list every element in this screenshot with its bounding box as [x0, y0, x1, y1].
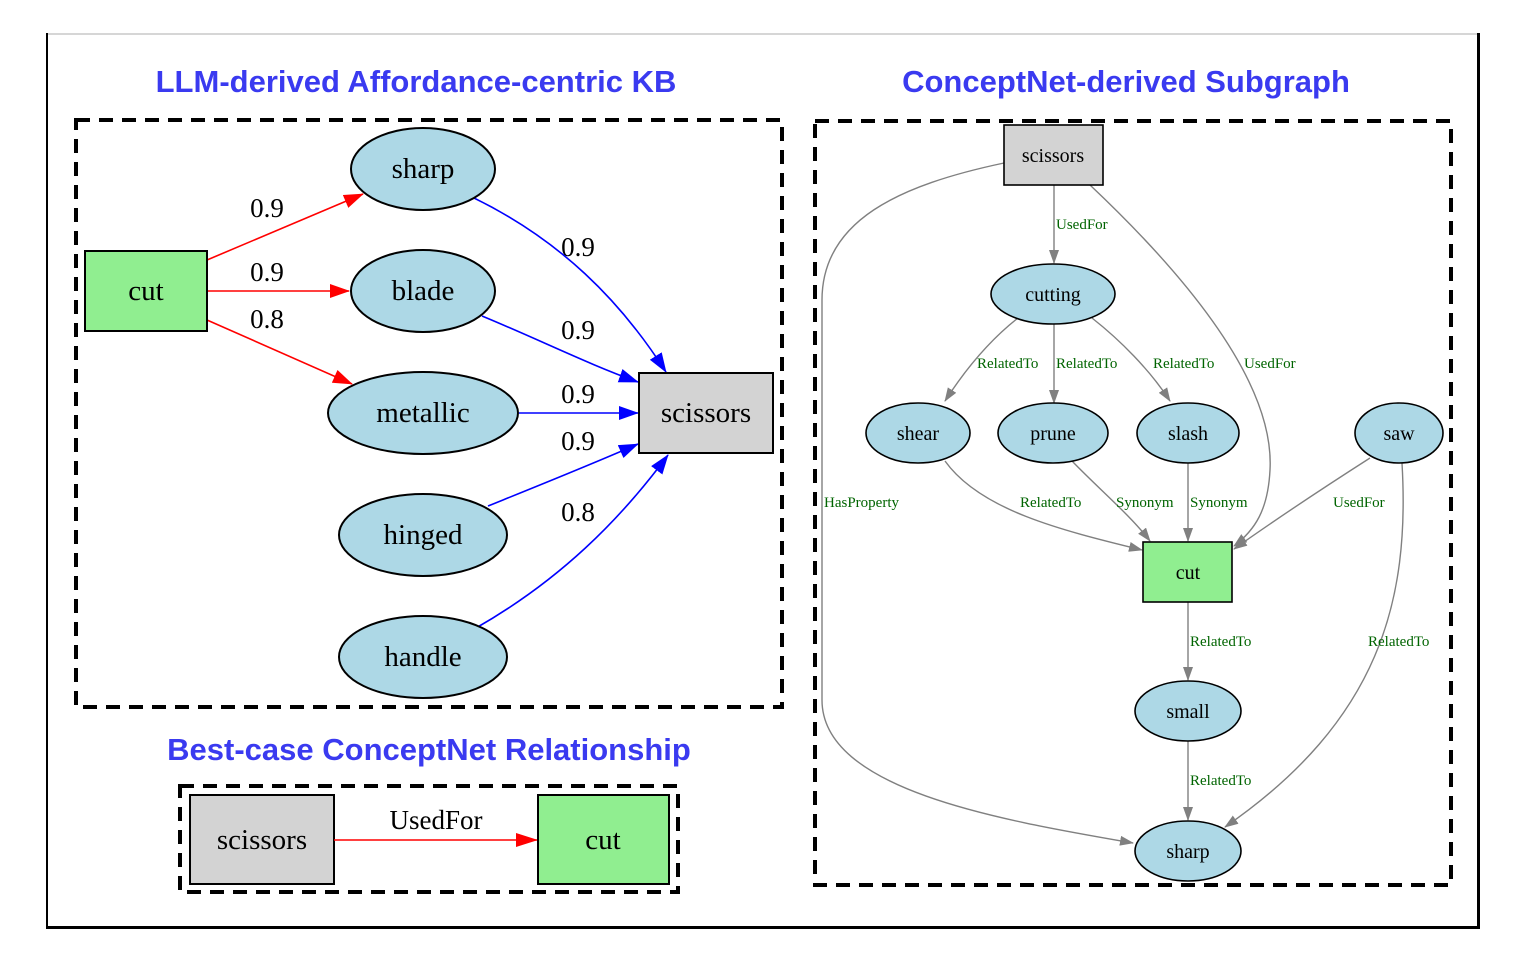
cn-edge-scissors-cut — [1089, 184, 1271, 547]
bestcase-box — [178, 784, 680, 894]
edge-label-metallic-scissors: 0.9 — [561, 379, 595, 409]
cn-node-saw — [1354, 402, 1444, 464]
llm-node-scissors — [638, 372, 774, 454]
cn-label-cutting-shear: RelatedTo — [977, 356, 1038, 372]
cn-node-cutting-label: cutting — [1025, 284, 1081, 306]
cn-node-shear-label: shear — [897, 423, 940, 445]
edge-handle-scissors — [475, 454, 669, 629]
cn-node-sharp — [1134, 820, 1242, 882]
cn-label-scissors-sharp: HasProperty — [824, 495, 899, 511]
cn-label-cutting-prune: RelatedTo — [1056, 356, 1117, 372]
cn-label-cutting-slash: RelatedTo — [1153, 356, 1214, 372]
conceptnet-box — [813, 119, 1453, 887]
cn-node-cut — [1142, 541, 1233, 603]
llm-node-handle-label: handle — [384, 641, 461, 673]
cn-edge-prune-cut — [1071, 460, 1151, 542]
edge-label-handle-scissors: 0.8 — [561, 497, 595, 527]
edge-label-blade-scissors: 0.9 — [561, 315, 595, 345]
cn-node-cutting — [990, 263, 1116, 325]
cn-node-small — [1134, 680, 1242, 742]
bestcase-title: Best-case ConceptNet Relationship — [167, 732, 691, 767]
cn-node-prune-label: prune — [1030, 423, 1076, 445]
cn-node-slash — [1136, 402, 1240, 464]
llm-node-scissors-label: scissors — [661, 397, 751, 429]
edge-sharp-scissors — [473, 197, 667, 373]
cn-label-cut-small: RelatedTo — [1190, 634, 1251, 650]
cn-node-sharp-label: sharp — [1166, 841, 1209, 863]
cn-edge-saw-cut — [1233, 457, 1371, 550]
llm-node-hinged-label: hinged — [384, 519, 463, 551]
edge-label-cut-metallic: 0.8 — [250, 304, 284, 334]
cn-edge-cutting-slash — [1091, 317, 1171, 402]
bestcase-node-cut — [537, 794, 670, 885]
figure-frame — [46, 33, 1480, 929]
cn-node-saw-label: saw — [1383, 423, 1415, 445]
edge-cut-metallic — [206, 319, 353, 385]
llm-node-metallic — [327, 371, 519, 455]
llm-node-hinged — [338, 493, 508, 577]
cn-label-small-sharp: RelatedTo — [1190, 773, 1251, 789]
cn-label-saw-sharp: RelatedTo — [1368, 634, 1429, 650]
llm-kb-box — [74, 118, 784, 709]
cn-node-scissors — [1003, 124, 1104, 186]
llm-node-cut — [84, 250, 208, 332]
llm-node-metallic-label: metallic — [376, 397, 469, 429]
llm-node-sharp — [350, 127, 496, 211]
cn-edge-cutting-shear — [944, 317, 1019, 402]
llm-node-cut-label: cut — [128, 275, 163, 307]
edge-cut-sharp — [206, 193, 364, 261]
cn-node-prune — [997, 402, 1109, 464]
edge-label-sharp-scissors: 0.9 — [561, 232, 595, 262]
cn-label-prune-cut: Synonym — [1116, 495, 1174, 511]
cn-node-small-label: small — [1166, 701, 1210, 723]
bestcase-edge-label: UsedFor — [390, 805, 483, 835]
cn-node-shear — [865, 402, 971, 464]
cn-edge-shear-cut — [944, 460, 1143, 552]
edge-hinged-scissors — [487, 443, 639, 507]
cn-label-scissors-cut: UsedFor — [1244, 356, 1296, 372]
cn-label-slash-cut: Synonym — [1190, 495, 1248, 511]
edge-blade-scissors — [481, 315, 639, 383]
cn-label-shear-cut: RelatedTo — [1020, 495, 1081, 511]
llm-node-blade-label: blade — [392, 275, 455, 307]
llm-node-blade — [350, 249, 496, 333]
cn-node-cut-label: cut — [1176, 562, 1201, 584]
edge-label-cut-blade: 0.9 — [250, 257, 284, 287]
llm-node-handle — [338, 615, 508, 699]
llm-node-sharp-label: sharp — [392, 153, 455, 185]
cn-edge-scissors-sharp — [821, 162, 1134, 846]
cn-node-scissors-label: scissors — [1022, 145, 1084, 167]
bestcase-node-scissors-label: scissors — [217, 824, 307, 856]
bestcase-node-cut-label: cut — [585, 824, 620, 856]
llm-kb-title: LLM-derived Affordance-centric KB — [155, 64, 677, 99]
cn-node-slash-label: slash — [1168, 423, 1208, 445]
cn-edge-saw-sharp — [1224, 462, 1404, 828]
edge-label-cut-sharp: 0.9 — [250, 193, 284, 223]
cn-label-scissors-cutting: UsedFor — [1056, 217, 1108, 233]
conceptnet-subgraph-title: ConceptNet-derived Subgraph — [902, 64, 1350, 99]
edge-label-hinged-scissors: 0.9 — [561, 426, 595, 456]
cn-label-saw-cut: UsedFor — [1333, 495, 1385, 511]
